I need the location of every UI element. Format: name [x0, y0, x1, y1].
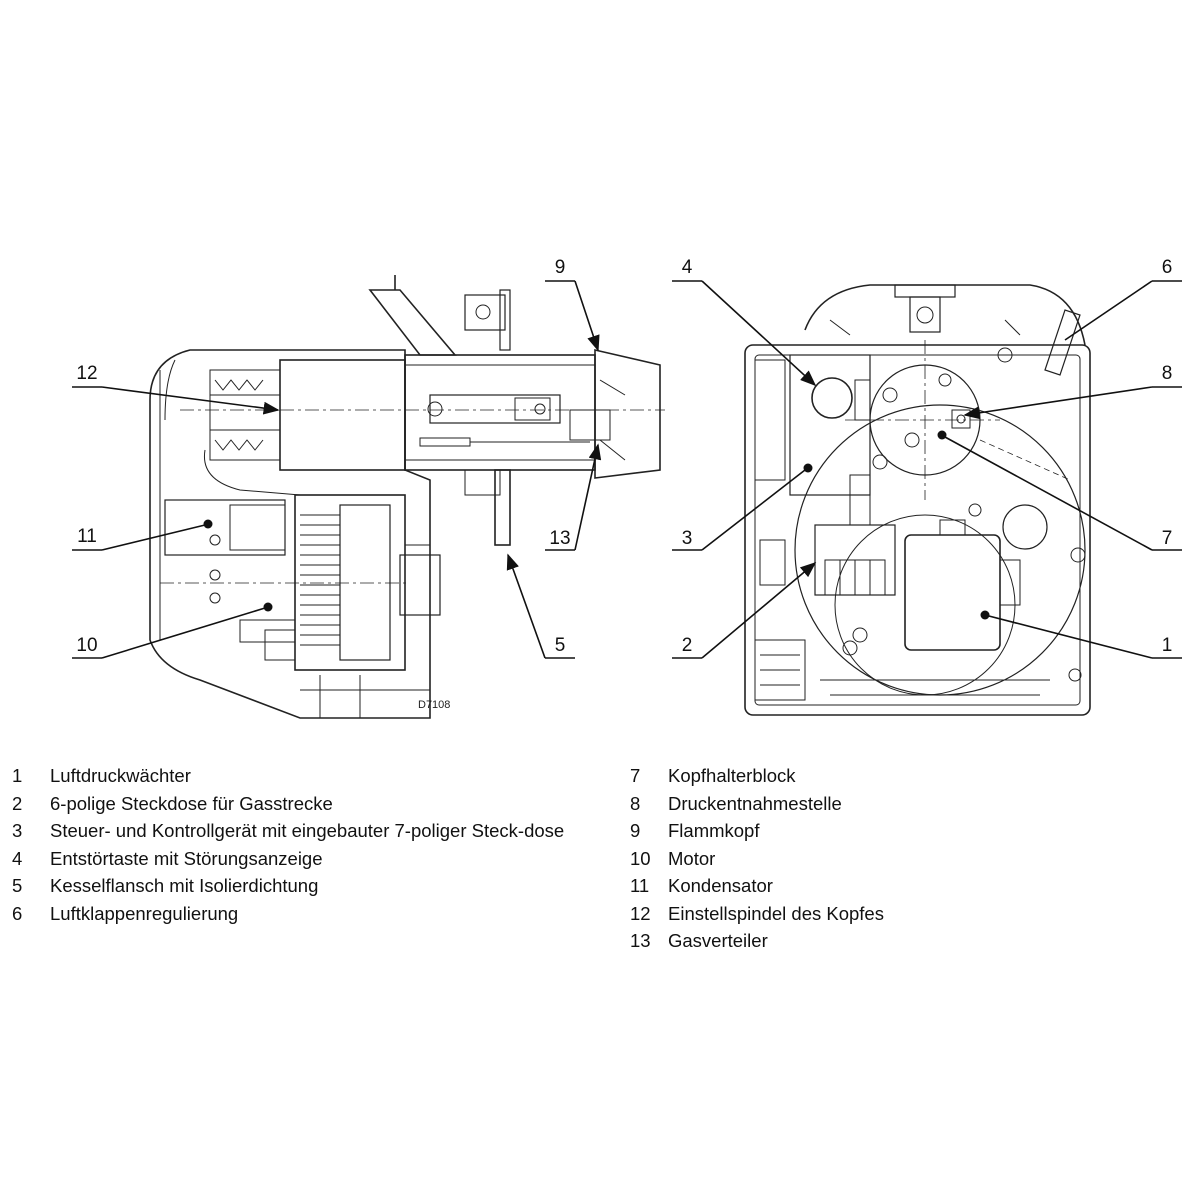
legend-item-5: 5 Kesselflansch mit Isolierdichtung: [12, 872, 612, 900]
legend-number: 7: [630, 765, 641, 786]
legend-text: Flammkopf: [668, 820, 760, 841]
legend-item-7: 7 Kopfhalterblock: [630, 762, 1190, 790]
legend-text: Kondensator: [668, 875, 773, 896]
legend-number: 4: [12, 847, 23, 869]
legend-item-6: 6 Luftklappenregulierung: [12, 900, 612, 928]
legend-item-1: 1 Luftdruckwächter: [12, 762, 612, 790]
legend-text: 6-polige Steckdose für Gasstrecke: [50, 792, 333, 814]
legend-number: 8: [630, 792, 641, 814]
callout-label-11: 11: [77, 526, 97, 547]
legend-number: 12: [630, 902, 651, 924]
legend-text: Motor: [668, 847, 716, 869]
callout-label-10: 10: [76, 635, 97, 656]
legend-text: Gasverteiler: [668, 930, 768, 951]
side-view-drawing: [149, 275, 665, 719]
legend-text: Einstellspindel des Kopfes: [668, 902, 884, 924]
burner-technical-drawing: 9 12 11 10 13 5 4 6 8 3 7 2 1 D7108: [72, 257, 1182, 719]
legend-number: 13: [630, 930, 651, 951]
legend-item-13: 13 Gasverteiler: [630, 927, 1190, 955]
legend-number: 2: [12, 792, 23, 814]
drawing-code: D7108: [418, 699, 450, 711]
callout-label-12: 12: [76, 363, 97, 384]
callout-lines: [72, 280, 1182, 659]
legend-number: 6: [12, 902, 23, 924]
callout-label-7: 7: [1162, 528, 1173, 549]
legend-item-9: 9 Flammkopf: [630, 817, 1190, 845]
callout-dots: [203, 430, 990, 620]
callout-label-6: 6: [1162, 257, 1173, 278]
legend-text: Kopfhalterblock: [668, 765, 796, 786]
callout-label-1: 1: [1162, 635, 1173, 656]
legend-number: 5: [12, 875, 23, 896]
callout-label-9: 9: [555, 257, 566, 278]
legend-text: Druckentnahmestelle: [668, 792, 842, 814]
legend-right-column: 7 Kopfhalterblock 8 Druckentnahmestelle …: [630, 762, 1190, 955]
legend-item-4: 4 Entstörtaste mit Störungsanzeige: [12, 845, 612, 873]
legend-number: 1: [12, 765, 23, 786]
legend-text: Kesselflansch mit Isolierdichtung: [50, 875, 319, 896]
legend-item-12: 12 Einstellspindel des Kopfes: [630, 900, 1190, 928]
legend-text: Luftklappenregulierung: [50, 902, 239, 924]
legend-text: Steuer- und Kontrollgerät mit eingebaute…: [50, 820, 565, 841]
legend-number: 10: [630, 847, 651, 869]
callout-label-8: 8: [1162, 363, 1173, 384]
callout-label-2: 2: [682, 635, 693, 656]
callout-label-4: 4: [682, 257, 693, 278]
legend-number: 3: [12, 820, 23, 841]
legend-item-3: 3 Steuer- und Kontrollgerät mit eingebau…: [12, 817, 612, 845]
rear-view-drawing: [744, 284, 1091, 716]
callout-label-3: 3: [682, 528, 693, 549]
callout-label-13: 13: [549, 528, 570, 549]
legend-text: Luftdruckwächter: [50, 765, 191, 786]
legend-item-2: 2 6-polige Steckdose für Gasstrecke: [12, 790, 612, 818]
legend-text: Entstörtaste mit Störungsanzeige: [50, 847, 323, 869]
legend-number: 11: [630, 875, 650, 896]
legend-item-11: 11 Kondensator: [630, 872, 1190, 900]
legend-item-10: 10 Motor: [630, 845, 1190, 873]
legend-number: 9: [630, 820, 641, 841]
legend-item-8: 8 Druckentnahmestelle: [630, 790, 1190, 818]
legend-left-column: 1 Luftdruckwächter 2 6-polige Steckdose …: [12, 762, 612, 927]
callout-label-5: 5: [555, 635, 566, 656]
